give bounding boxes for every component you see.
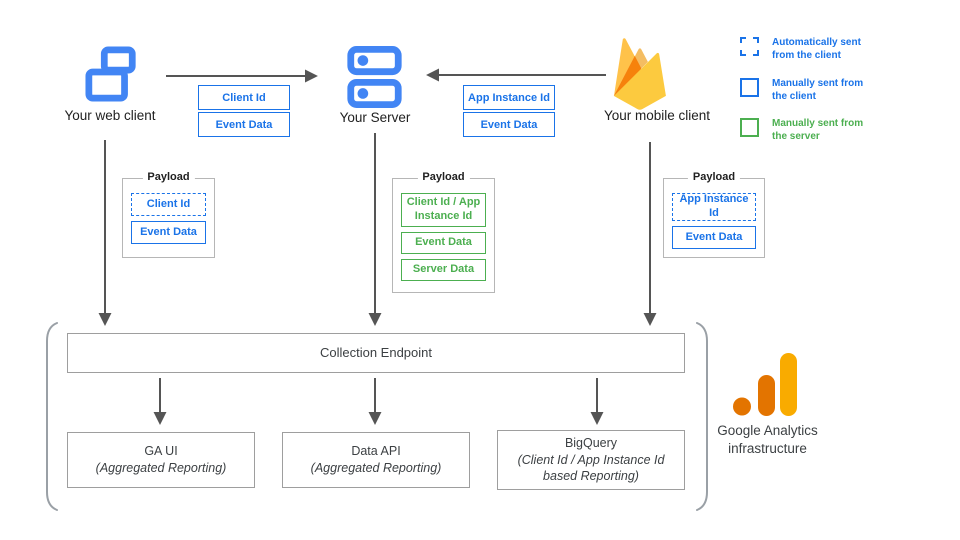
edge-tag-event-data: Event Data [198, 112, 290, 137]
server-label: Your Server [339, 110, 411, 125]
legend-label: Automatically sent from the client [772, 37, 861, 61]
legend-label: Manually sent from the server [772, 118, 864, 142]
ga-ui-box: GA UI (Aggregated Reporting) [67, 432, 255, 488]
web-client-label: Your web client [64, 108, 156, 123]
payload-item-client-or-app-id: Client Id / App Instance Id [401, 193, 486, 227]
collection-endpoint-label: Collection Endpoint [319, 345, 433, 361]
legend-item-auto-client: Automatically sent from the client [740, 36, 874, 62]
left-bracket [46, 322, 58, 511]
payload-title: Payload [417, 171, 470, 183]
payload-title: Payload [687, 171, 741, 183]
payload-item-app-instance-id: App Instance Id [672, 193, 756, 221]
payload-item-event-data: Event Data [131, 221, 206, 244]
solid-blue-swatch-icon [740, 78, 759, 97]
ga-infrastructure-caption: Google Analytics infrastructure [695, 422, 840, 458]
payload-item-event-data: Event Data [401, 232, 486, 254]
web-client-icon [85, 46, 136, 102]
data-api-box: Data API (Aggregated Reporting) [282, 432, 470, 488]
edge-tag-app-instance-id: App Instance Id [463, 85, 555, 110]
legend-item-manual-server: Manually sent from the server [740, 117, 874, 143]
payload-mobile: Payload App Instance Id Event Data [663, 171, 765, 258]
payload-item-event-data: Event Data [672, 226, 756, 249]
legend-label: Manually sent from the client [772, 78, 864, 102]
bigquery-title: BigQuery [564, 435, 618, 450]
ga-ui-title: GA UI [144, 444, 178, 459]
edge-tag-client-id: Client Id [198, 85, 290, 110]
right-bracket [696, 322, 708, 511]
payload-title: Payload [142, 171, 195, 183]
server-icon [347, 46, 402, 108]
bigquery-box: BigQuery (Client Id / App Instance Id ba… [497, 430, 685, 490]
solid-green-swatch-icon [740, 118, 759, 137]
bigquery-subtitle: (Client Id / App Instance Id based Repor… [517, 452, 665, 484]
legend-item-manual-client: Manually sent from the client [740, 77, 874, 103]
ga-caption-line1: Google Analytics [717, 423, 818, 438]
payload-item-client-id: Client Id [131, 193, 206, 216]
payload-server: Payload Client Id / App Instance Id Even… [392, 171, 495, 293]
data-api-subtitle: (Aggregated Reporting) [310, 461, 442, 475]
edge-tag-event-data: Event Data [463, 112, 555, 137]
payload-web: Payload Client Id Event Data [122, 171, 215, 258]
payload-item-server-data: Server Data [401, 259, 486, 281]
dashed-blue-swatch-icon [740, 37, 759, 56]
firebase-icon [613, 38, 666, 110]
ga-caption-line2: infrastructure [728, 441, 807, 457]
ga-ui-subtitle: (Aggregated Reporting) [95, 461, 227, 475]
collection-endpoint-box: Collection Endpoint [67, 333, 685, 373]
mobile-client-label: Your mobile client [603, 108, 711, 123]
data-api-title: Data API [351, 444, 401, 459]
google-analytics-icon [733, 353, 797, 416]
